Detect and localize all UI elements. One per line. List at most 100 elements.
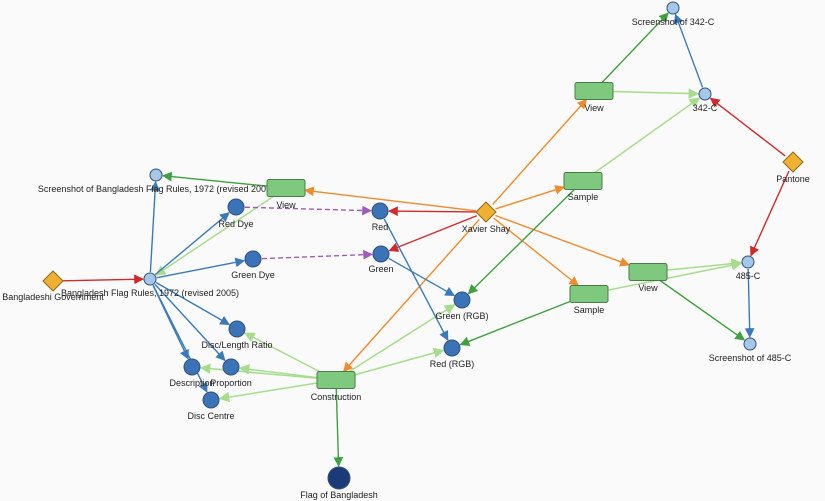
node-screenshot-342c[interactable]: Screenshot of 342-C	[632, 1, 715, 27]
edge-derived-flag-rules-to-red-dye	[154, 212, 230, 276]
node-flag-of-bangladesh[interactable]: Flag of Bangladesh	[300, 466, 378, 500]
edge-dashed-red-dye-to-red	[244, 205, 372, 216]
node-label: Green Dye	[231, 270, 275, 280]
node-label: Xavier Shay	[462, 224, 511, 234]
entity-circle	[327, 466, 351, 490]
node-sample-mid[interactable]: Sample	[569, 285, 609, 316]
node-view-right[interactable]: View	[628, 263, 668, 294]
agent-diamond	[475, 201, 497, 223]
node-label: Green	[368, 264, 393, 274]
entity-circle	[371, 202, 389, 220]
edge-associated-xavier-shay-to-view-right	[495, 214, 630, 267]
edge-generated-view-left-to-screenshot-flag-rules	[161, 171, 268, 187]
node-label: 485-C	[736, 271, 761, 281]
node-bangladeshi-government[interactable]: Bangladeshi Government	[2, 270, 104, 302]
nodes-layer: Bangladeshi Government Xavier Shay Pantone…	[2, 1, 810, 500]
node-construction[interactable]: Construction	[311, 371, 362, 403]
node-label: Screenshot of 342-C	[632, 17, 715, 27]
entity-circle	[143, 272, 157, 286]
edge-dashed-green-dye-to-green	[261, 249, 373, 260]
edge-attributed-bangladeshi-government-to-flag-rules	[62, 274, 144, 285]
node-flag-rules[interactable]: Bangladesh Flag Rules, 1972 (revised 200…	[61, 272, 239, 298]
agent-diamond	[782, 151, 804, 173]
activity-rect	[574, 82, 614, 100]
node-proportion[interactable]: Proportion	[210, 358, 252, 388]
edge-used-construction-to-proportion	[238, 364, 318, 379]
activity-rect	[563, 172, 603, 190]
entity-circle	[244, 250, 262, 268]
activity-rect	[266, 179, 306, 197]
node-label: Construction	[311, 392, 362, 402]
node-label: View	[584, 103, 604, 113]
entity-circle	[222, 358, 240, 376]
entity-circle	[443, 339, 461, 357]
node-label: Screenshot of 485-C	[709, 353, 792, 363]
node-label: Sample	[568, 192, 599, 202]
entity-circle	[743, 337, 757, 351]
node-screenshot-485c[interactable]: Screenshot of 485-C	[709, 337, 792, 363]
edge-derived-flag-rules-to-screenshot-flag-rules	[149, 181, 160, 273]
node-green[interactable]: Green	[368, 245, 394, 274]
node-label: Red (RGB)	[430, 359, 475, 369]
entity-circle	[741, 255, 755, 269]
entity-circle	[202, 391, 220, 409]
edge-associated-xavier-shay-to-sample-top	[495, 185, 565, 210]
entity-circle	[149, 168, 163, 182]
edge-associated-xavier-shay-to-construction	[342, 218, 480, 373]
node-label: Sample	[574, 305, 605, 315]
node-c342[interactable]: 342-C	[693, 87, 718, 113]
node-disc-length-ratio[interactable]: Disc/Length Ratio	[201, 320, 273, 350]
entity-circle	[227, 198, 245, 216]
node-red-dye[interactable]: Red Dye	[218, 198, 254, 229]
entity-circle	[228, 320, 246, 338]
edge-associated-xavier-shay-to-view-top	[492, 98, 588, 206]
edge-generated-sample-mid-to-red-rgb	[459, 300, 571, 347]
node-label: Green (RGB)	[435, 311, 488, 321]
node-sample-top[interactable]: Sample	[563, 172, 603, 203]
node-label: Pantone	[776, 174, 810, 184]
node-green-rgb[interactable]: Green (RGB)	[435, 291, 489, 321]
node-label: Red Dye	[218, 219, 253, 229]
edge-derived-flag-rules-to-proportion	[154, 283, 226, 362]
edge-generated-sample-top-to-green-rgb	[467, 189, 575, 295]
node-green-dye[interactable]: Green Dye	[231, 250, 275, 280]
edge-derived-flag-rules-to-disc-centre	[152, 284, 208, 393]
node-pantone[interactable]: Pantone	[776, 151, 810, 184]
node-label: Bangladeshi Government	[2, 292, 104, 302]
edge-derived-c485-to-screenshot-485c	[744, 268, 755, 338]
node-label: Proportion	[210, 378, 252, 388]
node-red-rgb[interactable]: Red (RGB)	[430, 339, 475, 369]
node-label: Bangladesh Flag Rules, 1972 (revised 200…	[61, 288, 239, 298]
node-description[interactable]: Description	[169, 358, 215, 388]
edge-used-construction-to-green-rgb	[348, 304, 456, 373]
edge-generated-view-right-to-screenshot-485c	[659, 279, 746, 341]
node-label: Disc/Length Ratio	[201, 340, 272, 350]
node-c485[interactable]: 485-C	[736, 255, 761, 281]
edge-attributed-xavier-shay-to-green	[388, 215, 477, 252]
node-xavier-shay[interactable]: Xavier Shay	[462, 201, 511, 234]
node-label: Flag of Bangladesh	[300, 490, 378, 500]
edge-generated-construction-to-flag-of-bangladesh	[333, 388, 344, 467]
node-view-top[interactable]: View	[574, 82, 614, 114]
entity-circle	[372, 245, 390, 263]
entity-circle	[666, 1, 680, 15]
edge-used-view-right-to-c485	[666, 258, 743, 271]
edge-used-sample-top-to-c342	[594, 97, 701, 174]
edges-layer	[62, 12, 790, 467]
node-disc-centre[interactable]: Disc Centre	[187, 391, 235, 421]
node-view-left[interactable]: View	[266, 179, 306, 211]
edge-derived-c342-to-screenshot-342c	[673, 13, 704, 88]
edge-used-construction-to-disc-centre	[218, 382, 318, 403]
activity-rect	[316, 371, 356, 389]
node-label: 342-C	[693, 103, 718, 113]
node-label: Disc Centre	[187, 411, 234, 421]
node-screenshot-flag-rules[interactable]: Screenshot of Bangladesh Flag Rules, 197…	[38, 168, 274, 194]
node-red[interactable]: Red	[371, 202, 389, 232]
node-label: Red	[372, 222, 389, 232]
activity-rect	[569, 285, 609, 303]
entity-circle	[698, 87, 712, 101]
agent-diamond	[42, 270, 64, 292]
edge-used-view-top-to-c342	[612, 88, 700, 99]
node-label: View	[276, 200, 296, 210]
